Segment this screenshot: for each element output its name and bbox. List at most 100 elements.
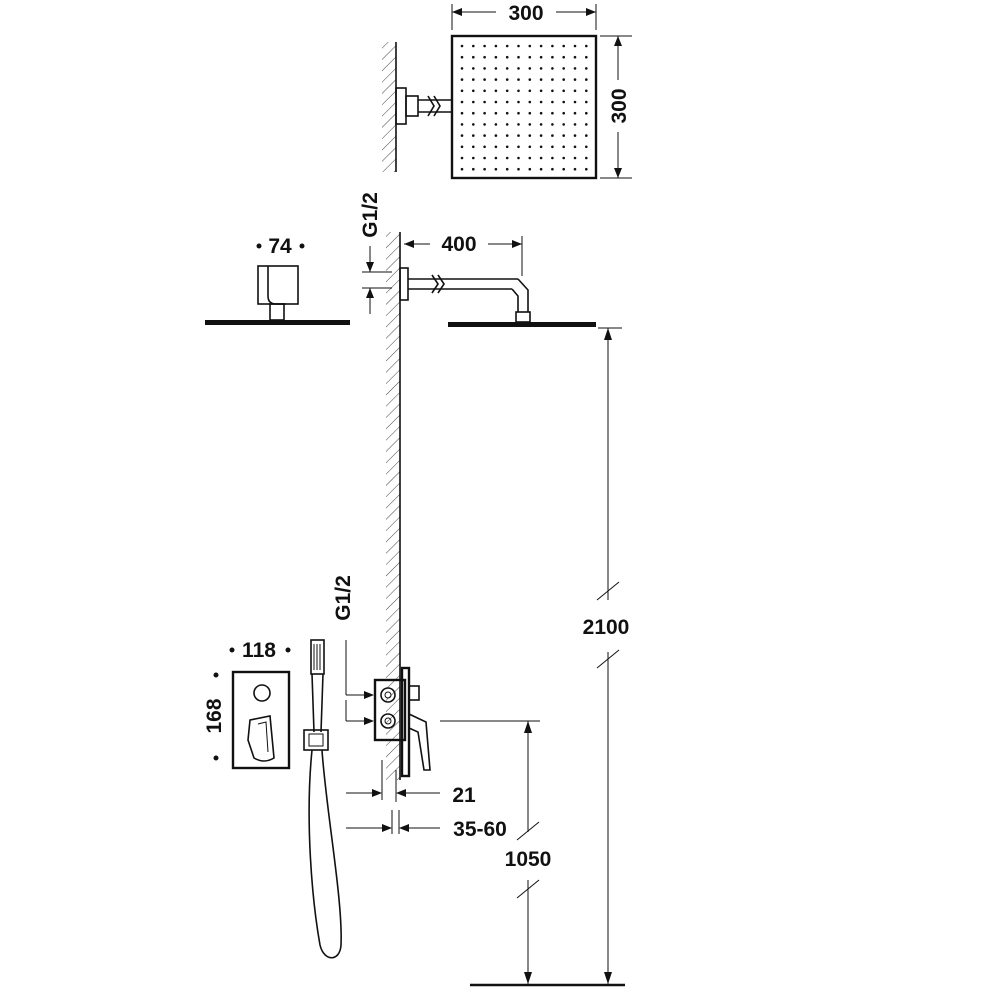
nozzle-dot bbox=[528, 145, 532, 149]
square-showerhead bbox=[450, 34, 598, 180]
nozzle-dot bbox=[483, 134, 486, 137]
hand-shower-handle bbox=[311, 673, 324, 733]
nozzle-dot bbox=[528, 111, 532, 115]
nozzle-dot bbox=[551, 111, 554, 115]
lever-side bbox=[408, 713, 431, 771]
nozzle-dot bbox=[460, 67, 464, 70]
nozzle-dot bbox=[585, 111, 588, 115]
valve-port-top-inner bbox=[384, 691, 392, 699]
dim-depth-arrow-bottom bbox=[614, 168, 622, 178]
nozzle-dot bbox=[483, 145, 486, 149]
nozzle-dot bbox=[494, 145, 498, 149]
nozzle-dot bbox=[539, 78, 543, 81]
dim-valve-height-dot-bottom bbox=[213, 755, 219, 761]
nozzle-dot bbox=[472, 167, 475, 171]
nozzle-dot bbox=[573, 78, 577, 81]
nozzle-dot bbox=[528, 100, 532, 104]
nozzle-dot bbox=[494, 100, 498, 104]
nozzle-dot bbox=[539, 156, 543, 160]
nozzle-dot bbox=[494, 111, 498, 115]
nozzle-dot bbox=[460, 123, 464, 126]
dim-valve-floor-label: 1050 bbox=[505, 848, 552, 871]
nozzle-dot bbox=[528, 89, 532, 93]
nozzle-dot bbox=[505, 44, 509, 48]
valve-port-bottom-inner bbox=[384, 717, 392, 725]
hand-shower-holder bbox=[303, 729, 329, 751]
nozzle-dot bbox=[528, 123, 532, 126]
nozzle-dot bbox=[528, 44, 532, 48]
nozzle-dot bbox=[562, 55, 565, 59]
nozzle-dot bbox=[528, 55, 532, 59]
top-wall-flange bbox=[395, 87, 407, 125]
mixer-lever bbox=[247, 715, 275, 762]
nozzle-dot bbox=[562, 134, 565, 137]
valve-height-group: 1050 bbox=[440, 720, 552, 984]
nozzle-dot bbox=[585, 167, 588, 171]
nozzle-dot bbox=[562, 100, 565, 104]
nozzle-dot bbox=[585, 89, 588, 93]
dim-valve-width-label: 118 bbox=[242, 639, 276, 662]
nozzle-dot bbox=[472, 55, 475, 59]
head-connector-nut bbox=[269, 303, 285, 321]
nozzle-dot bbox=[551, 89, 554, 93]
arm-wall-flange bbox=[399, 267, 409, 301]
nozzle-dot bbox=[517, 111, 520, 115]
nozzle-dot bbox=[517, 44, 520, 48]
nozzle-dot bbox=[562, 67, 565, 70]
valve-wall-plate bbox=[400, 666, 411, 778]
nozzle-dot bbox=[483, 89, 486, 93]
nozzle-dot bbox=[573, 67, 577, 70]
dim-valve-height-dot-top bbox=[213, 672, 219, 678]
nozzle-dot bbox=[460, 111, 464, 115]
nozzle-dot bbox=[505, 100, 509, 104]
nozzle-dot bbox=[505, 167, 509, 171]
inlet-thread-top-label: G1/2 bbox=[359, 192, 382, 238]
nozzle-dot bbox=[494, 55, 498, 59]
nozzle-dot bbox=[505, 134, 509, 137]
nozzle-dot bbox=[483, 100, 486, 104]
nozzle-dot bbox=[460, 89, 464, 93]
top-arm-stub bbox=[405, 95, 419, 117]
dim-valve-floor-break-a bbox=[516, 821, 540, 841]
hand-shower-head bbox=[310, 639, 325, 675]
nozzle-dot bbox=[472, 156, 475, 160]
nozzle-dot bbox=[517, 89, 520, 93]
dim-arm-label: 400 bbox=[441, 233, 476, 256]
nozzle-dot bbox=[472, 100, 475, 104]
nozzle-dot bbox=[562, 123, 565, 126]
nozzle-dot bbox=[483, 78, 486, 81]
nozzle-dot bbox=[517, 100, 520, 104]
dim-total-label: 2100 bbox=[583, 616, 630, 639]
arm-elbow bbox=[511, 278, 529, 312]
nozzle-dot bbox=[585, 134, 588, 137]
nozzle-dot bbox=[517, 123, 520, 126]
inlet-bottom-arrow-a bbox=[364, 691, 374, 699]
nozzle-dot bbox=[585, 156, 588, 160]
nozzle-dot bbox=[573, 44, 577, 48]
total-height-group: 2100 bbox=[583, 327, 630, 984]
nozzle-dot bbox=[460, 78, 464, 81]
nozzle-dot bbox=[562, 167, 565, 171]
inlet-thread-bottom-label: G1/2 bbox=[332, 575, 355, 621]
valve-port-bottom bbox=[380, 713, 396, 729]
diverter-side bbox=[408, 685, 420, 701]
nozzle-dot bbox=[517, 55, 520, 59]
nozzle-dot bbox=[573, 134, 577, 137]
nozzle-dot bbox=[562, 111, 565, 115]
nozzle-dot bbox=[539, 89, 543, 93]
nozzle-dot bbox=[494, 78, 498, 81]
nozzle-dot bbox=[472, 134, 475, 137]
nozzle-dot bbox=[460, 55, 464, 59]
dim-valve-floor-break-b bbox=[516, 879, 540, 899]
nozzle-dot bbox=[517, 78, 520, 81]
nozzle-dot bbox=[517, 134, 520, 137]
nozzle-dot bbox=[573, 167, 577, 171]
nozzle-dot bbox=[494, 44, 498, 48]
nozzle-dot bbox=[494, 67, 498, 70]
wall-hatch bbox=[386, 232, 400, 780]
dim-plate-label: 21 bbox=[452, 784, 476, 807]
dim-plate-arrow-right bbox=[396, 789, 406, 797]
nozzle-dot bbox=[517, 156, 520, 160]
nozzle-dot bbox=[483, 156, 486, 160]
inlet-top-arrow-b bbox=[366, 288, 374, 298]
